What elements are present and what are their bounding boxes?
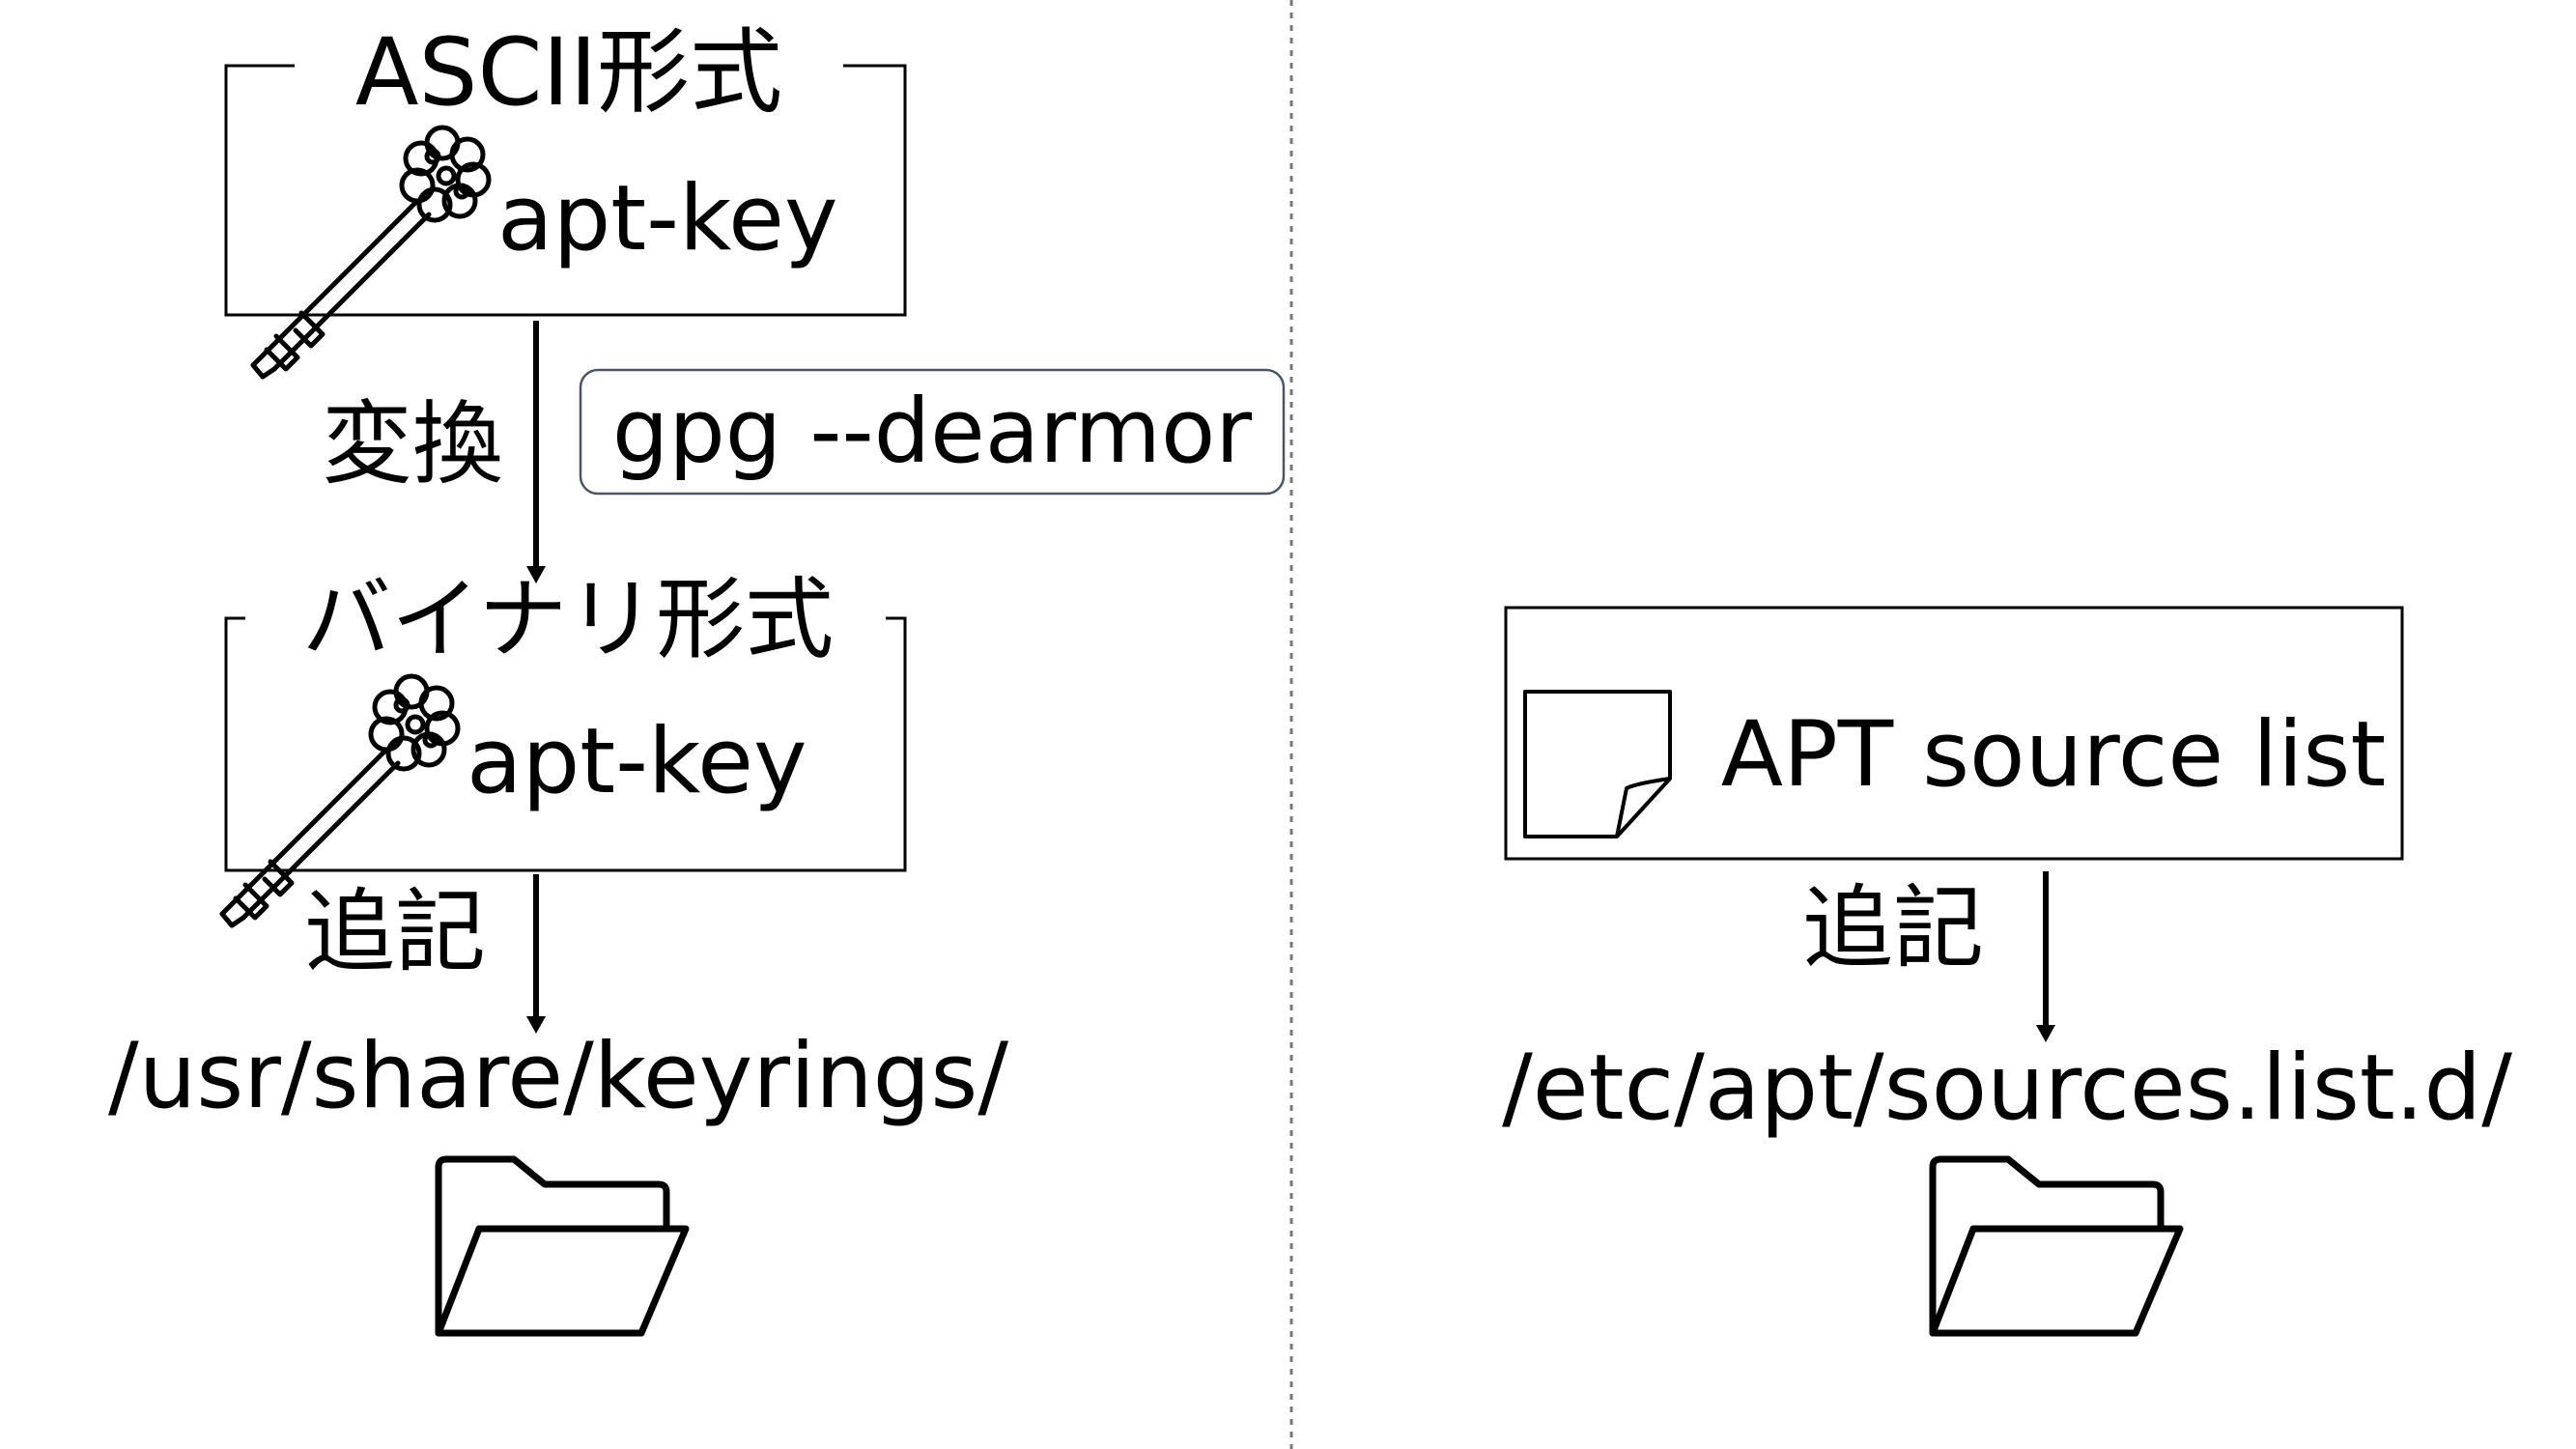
ascii-key-label: apt-key	[497, 166, 838, 271]
folder-open-icon	[439, 1159, 686, 1333]
binary-key-label: apt-key	[467, 709, 807, 814]
dearmor-command-box: gpg --dearmor	[579, 368, 1286, 496]
append-label-right: 追記	[1802, 876, 1984, 981]
sources-list-d-path: /etc/apt/sources.list.d/	[1502, 1036, 2512, 1141]
ascii-key-group: ASCII形式 apt-key	[224, 18, 907, 377]
command-text: gpg --dearmor	[612, 380, 1252, 483]
append-label-left: 追記	[304, 880, 486, 985]
ascii-group-title: ASCII形式	[355, 18, 782, 127]
convert-arrow	[526, 321, 546, 583]
binary-group-frame	[224, 616, 907, 872]
command-box-frame	[579, 368, 1286, 496]
source-box-label: APT source list	[1721, 702, 2386, 808]
apt-source-list-box: APT source list	[1504, 606, 2404, 861]
folder-open-icon	[1933, 1159, 2180, 1333]
document-icon	[1523, 690, 1672, 838]
key-icon	[253, 128, 489, 377]
binary-key-group: バイナリ形式 apt-key	[222, 568, 907, 925]
append-arrow-left	[526, 874, 546, 1034]
binary-group-title: バイナリ形式	[302, 568, 834, 671]
ascii-group-frame	[224, 64, 907, 317]
keyrings-path: /usr/share/keyrings/	[108, 1024, 1008, 1129]
append-arrow-right	[2036, 871, 2055, 1042]
convert-label: 変換	[322, 392, 503, 497]
source-box-frame	[1504, 606, 2404, 861]
